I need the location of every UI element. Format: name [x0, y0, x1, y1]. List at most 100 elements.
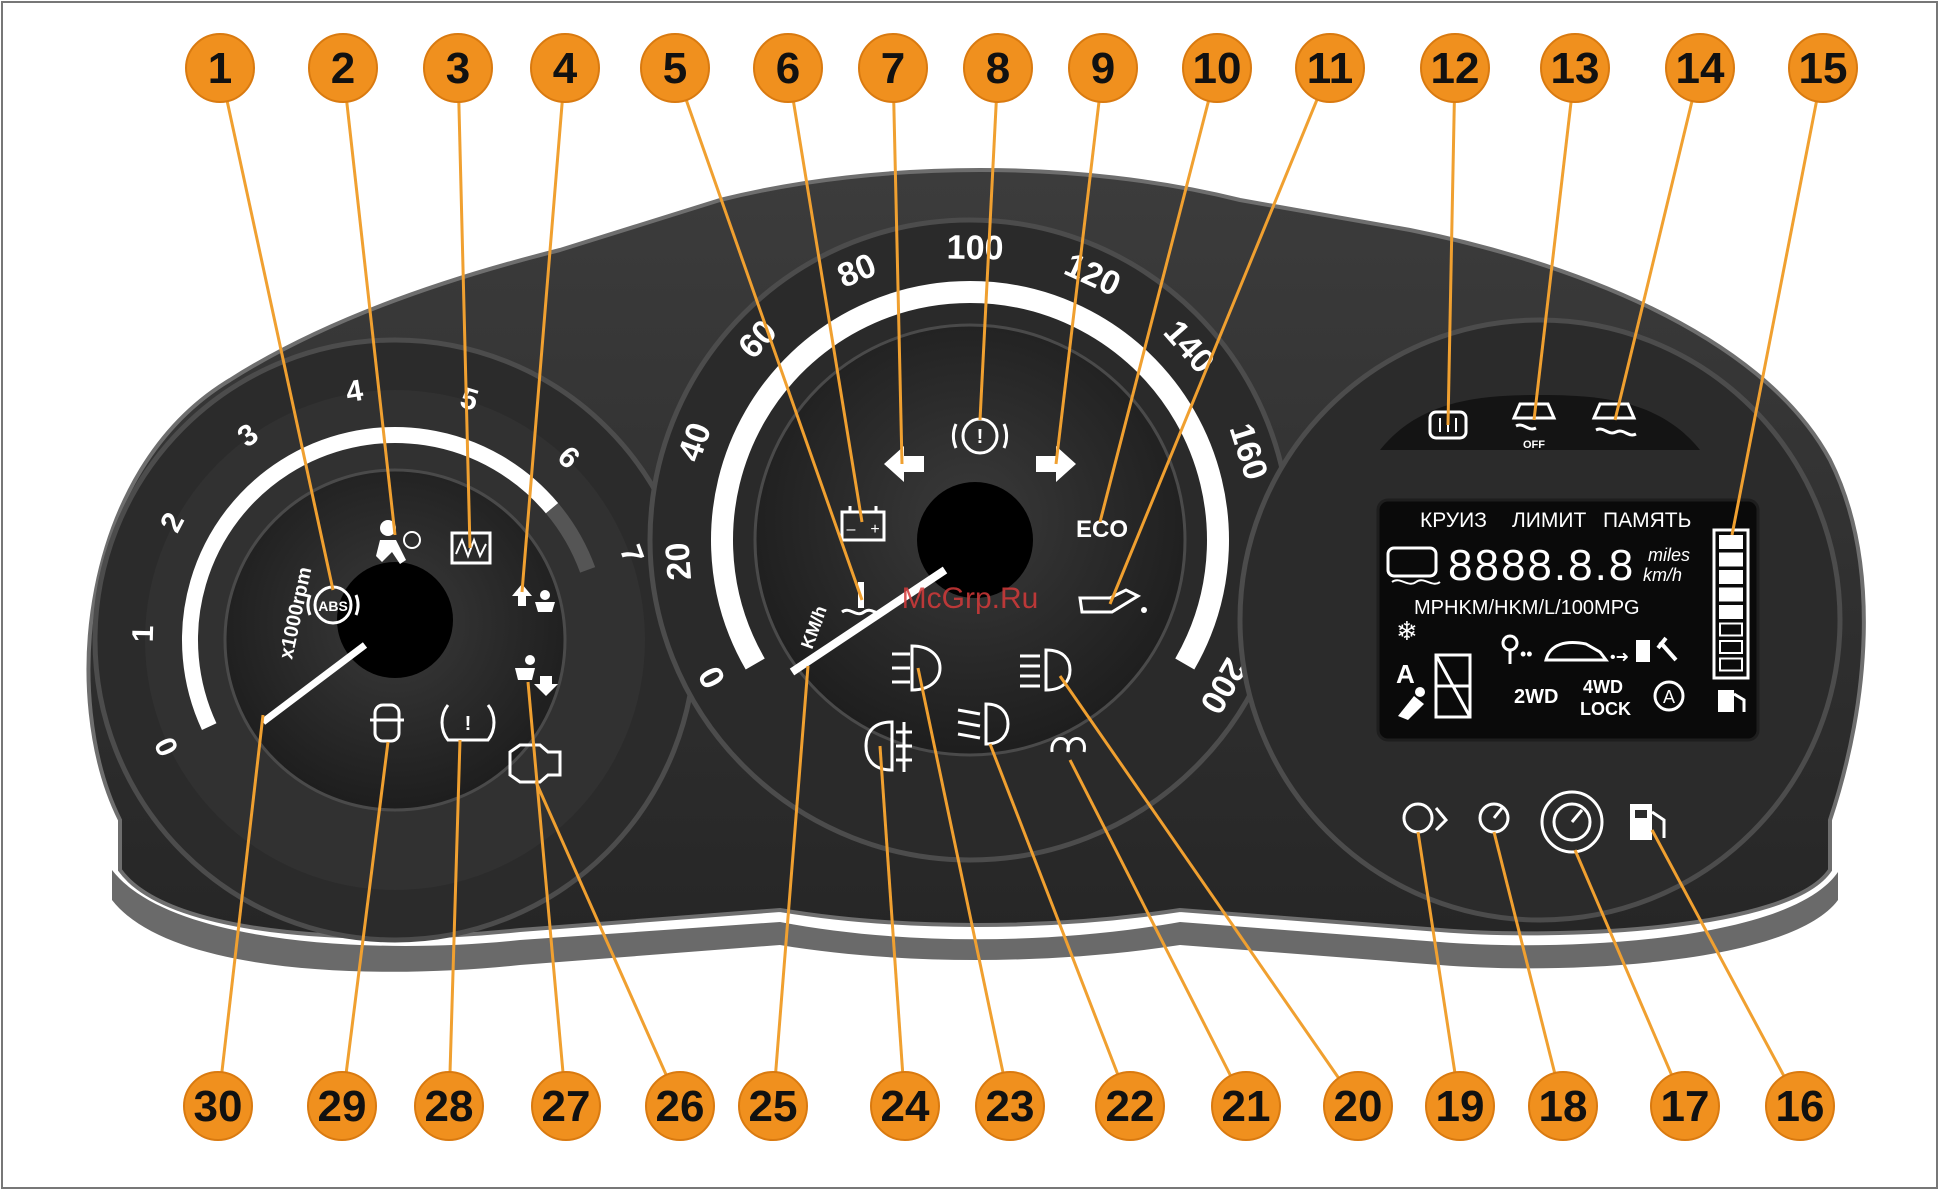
- fuel-bar-segment: [1719, 640, 1743, 654]
- callout-number: 10: [1193, 44, 1242, 93]
- key-dots: ••: [1520, 644, 1533, 664]
- callout-number: 17: [1661, 1082, 1710, 1131]
- callout-number: 5: [663, 44, 687, 93]
- callout-circle: [414, 1071, 484, 1141]
- info-display: [1237, 317, 1843, 923]
- key-car-fuel-wrench-icons: •• •➜: [1501, 634, 1678, 666]
- callout-21: 21: [1068, 759, 1281, 1141]
- turn-left-icon: [884, 446, 924, 482]
- callout-number: 12: [1431, 44, 1480, 93]
- callout-26: 26: [534, 781, 715, 1141]
- callout-number: 19: [1436, 1082, 1485, 1131]
- lcd-unit-miles: miles: [1648, 545, 1690, 565]
- lcd-2wd: 2WD: [1514, 686, 1558, 708]
- callout-circle: [308, 33, 378, 103]
- callout-circle: [183, 1071, 253, 1141]
- lcd-auto-icon: A: [1653, 680, 1685, 712]
- callout-9: 9: [1054, 33, 1138, 465]
- callout-27: 27: [526, 681, 601, 1141]
- leader-line: [1573, 849, 1687, 1107]
- callout-number: 13: [1551, 44, 1600, 93]
- callout-circle: [1068, 33, 1138, 103]
- oil-pressure-icon: [1078, 588, 1147, 614]
- callout-circle: [975, 1071, 1045, 1141]
- seatbelt-lcd-icon: [1398, 687, 1425, 720]
- callout-number: 24: [881, 1082, 930, 1131]
- speed-hub: [917, 482, 1033, 598]
- callout-number: 3: [446, 44, 470, 93]
- callout-17: 17: [1573, 849, 1720, 1141]
- callout-19: 19: [1416, 831, 1495, 1141]
- callout-circle: [1295, 33, 1365, 103]
- callout-12: 12: [1420, 33, 1490, 426]
- gear-shift-up-icon: [512, 584, 555, 612]
- low-fuel-icon: [1630, 804, 1666, 840]
- high-beam-icon: [1020, 648, 1072, 692]
- callout-number: 22: [1106, 1082, 1155, 1131]
- leader-line: [534, 781, 682, 1107]
- callout-circle: [1425, 1071, 1495, 1141]
- tach-hub: [337, 562, 453, 678]
- callout-circle: [1211, 1071, 1281, 1141]
- speed-tick-label: 20: [658, 541, 699, 582]
- callout-circle: [870, 1071, 940, 1141]
- callout-circle: [423, 33, 493, 103]
- callout-circle: [1182, 33, 1252, 103]
- callout-number: 29: [318, 1082, 367, 1131]
- lcd-auto-label: A: [1663, 687, 1675, 707]
- fuel-pump-lcd-icon: [1718, 690, 1746, 712]
- callout-circle: [185, 33, 255, 103]
- leader-line: [1650, 829, 1802, 1107]
- callout-number: 16: [1776, 1082, 1825, 1131]
- callout-circle: [1540, 33, 1610, 103]
- top-warning-strip: [1380, 395, 1700, 450]
- callout-number: 14: [1676, 44, 1725, 93]
- callout-number: 4: [553, 44, 578, 93]
- lcd-units-row: MPHKM/HKM/L/100MPG: [1414, 597, 1640, 619]
- callout-20: 20: [1058, 675, 1393, 1141]
- callout-3: 3: [423, 33, 493, 549]
- callout-number: 28: [425, 1082, 474, 1131]
- callout-number: 26: [656, 1082, 705, 1131]
- leader-line: [673, 67, 864, 601]
- tire-pressure-icon: !: [440, 704, 496, 742]
- callout-5: 5: [640, 33, 864, 601]
- leader-line: [771, 665, 810, 1107]
- tach-needle: [260, 642, 368, 725]
- leader-line: [520, 67, 567, 593]
- lcd-top-row: КРУИЗ ЛИМИТ ПАМЯТЬ: [1420, 509, 1691, 532]
- watermark-text: McGrp.Ru: [902, 582, 1039, 615]
- callout-10: 10: [1098, 33, 1252, 523]
- battery-icon: – +: [840, 506, 886, 542]
- tach-scale-arc: [182, 427, 559, 731]
- leader-line: [340, 741, 390, 1107]
- callout-circle: [645, 1071, 715, 1141]
- callout-4: 4: [520, 33, 600, 593]
- callout-1: 1: [185, 33, 335, 591]
- callout-circle: [1650, 1071, 1720, 1141]
- fuel-bar-segment: [1719, 535, 1743, 549]
- callout-23: 23: [916, 667, 1045, 1141]
- leader-line: [216, 714, 265, 1107]
- fuel-level-bar: [1712, 528, 1750, 680]
- callout-number: 2: [331, 44, 355, 93]
- callout-circle: [530, 33, 600, 103]
- speedometer: 020406080100120140160180200 KM/h: [647, 217, 1293, 863]
- stability-off-icon: OFF: [1511, 402, 1557, 451]
- callout-number: 18: [1539, 1082, 1588, 1131]
- callout-24: 24: [870, 745, 940, 1141]
- lcd-label-cruise: КРУИЗ: [1420, 509, 1487, 532]
- callout-circle: [738, 1071, 808, 1141]
- tach-tick-label: 1: [127, 625, 160, 643]
- leader-line: [1613, 67, 1702, 421]
- battery-minus: –: [847, 521, 856, 538]
- leader-line: [447, 739, 462, 1107]
- lcd-label-memory: ПАМЯТЬ: [1603, 509, 1691, 532]
- leader-line: [1730, 67, 1825, 536]
- callout-number: 20: [1334, 1082, 1383, 1131]
- car-arrow: •➜: [1610, 649, 1629, 666]
- lcd-odometer-digits: 8888.8.8: [1448, 541, 1635, 590]
- leader-line: [218, 67, 335, 591]
- leader-line: [1446, 67, 1457, 426]
